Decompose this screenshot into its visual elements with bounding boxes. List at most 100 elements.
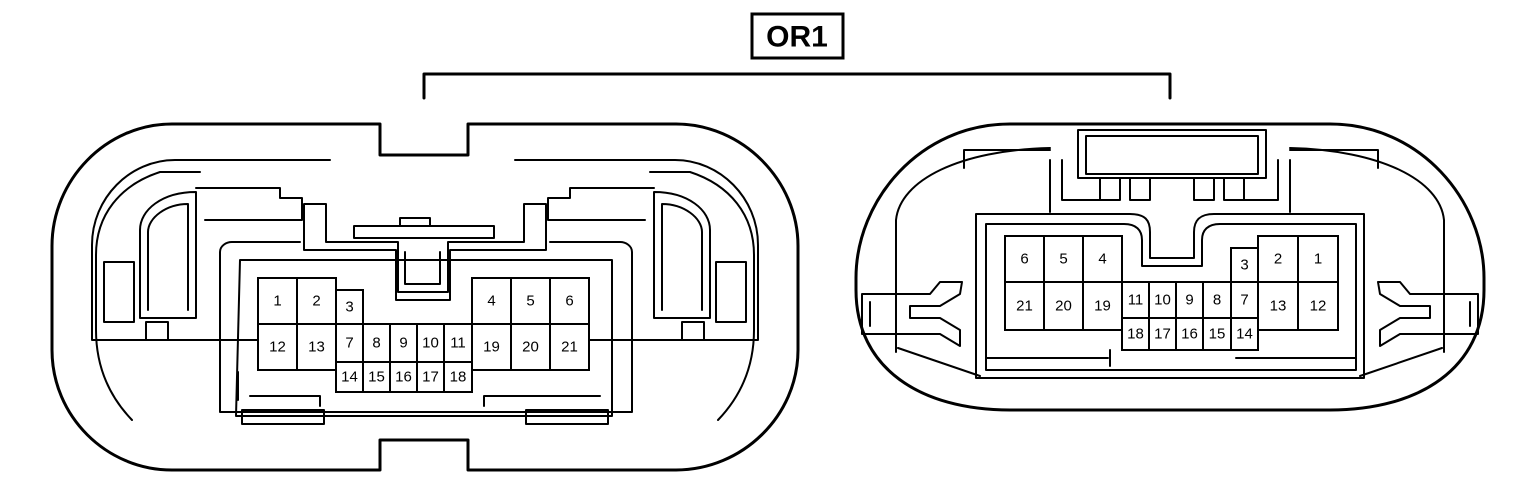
pin-number: 6 — [1020, 251, 1028, 268]
pin-cavity: 6 — [1004, 235, 1045, 283]
pin-number: 1 — [1314, 251, 1322, 268]
pin-cavity: 18 — [443, 361, 473, 393]
pin-number: 4 — [487, 293, 495, 310]
pin-cell — [549, 323, 590, 371]
pin-cavity: 11 — [443, 323, 473, 363]
connector-bracket — [422, 72, 1172, 100]
left-inner-guide-right — [514, 159, 759, 341]
right-side-latch-right — [1377, 281, 1479, 347]
pin-cavity: 10 — [1148, 281, 1177, 319]
pin-number: 11 — [450, 335, 466, 352]
pin-cavity: 13 — [1257, 281, 1299, 331]
pin-cell — [1004, 281, 1045, 331]
pin-cavity: 2 — [296, 277, 337, 325]
pin-cell — [1230, 317, 1259, 351]
pin-number: 3 — [1240, 257, 1248, 274]
pin-number: 10 — [1154, 292, 1171, 309]
left-inner-housing — [219, 241, 633, 413]
pin-cavity: 5 — [510, 277, 551, 325]
pin-number: 18 — [1127, 326, 1144, 343]
pin-cavity: 3 — [1230, 247, 1259, 283]
pin-cell — [510, 323, 551, 371]
pin-number: 7 — [345, 335, 353, 352]
pin-cell — [362, 361, 391, 393]
pin-cavity: 19 — [1082, 281, 1123, 331]
left-pin-cavity — [235, 259, 613, 417]
pin-cavity: 12 — [257, 323, 298, 371]
pin-cavity: 17 — [416, 361, 445, 393]
right-inner-housing — [975, 213, 1365, 379]
pin-cell — [1230, 247, 1259, 283]
pin-number: 13 — [1270, 298, 1287, 315]
pin-cell — [1121, 317, 1150, 351]
pin-number: 16 — [395, 369, 412, 386]
pin-cell — [1175, 281, 1204, 319]
pin-cell — [257, 323, 298, 371]
title-label: OR1 — [766, 21, 828, 54]
pin-number: 19 — [1094, 298, 1111, 315]
pin-number: 20 — [1055, 298, 1072, 315]
pin-cavity: 8 — [362, 323, 391, 363]
pin-cell — [1297, 235, 1339, 283]
pin-cavity: 21 — [1004, 281, 1045, 331]
pin-number: 10 — [422, 335, 439, 352]
left-latch-right — [653, 191, 711, 319]
pin-number: 2 — [1274, 251, 1282, 268]
left-center-lock — [303, 203, 547, 301]
pin-number: 1 — [273, 293, 281, 310]
pin-cell — [335, 289, 364, 325]
pin-cavity: 1 — [257, 277, 298, 325]
pin-cavity: 17 — [1148, 317, 1177, 351]
pin-number: 8 — [1213, 292, 1221, 309]
pin-number: 17 — [422, 369, 439, 386]
right-housing-outline — [854, 122, 1486, 412]
pin-cell — [1082, 281, 1123, 331]
pin-number: 7 — [1240, 292, 1248, 309]
connector-title: OR1 — [750, 12, 845, 60]
pin-cavity: 1 — [1297, 235, 1339, 283]
left-housing-outline — [50, 122, 800, 472]
pin-cell — [335, 323, 364, 363]
pin-number: 14 — [341, 369, 358, 386]
pin-number: 9 — [1185, 292, 1193, 309]
pin-cell — [1148, 317, 1177, 351]
pin-number: 13 — [308, 339, 325, 356]
pin-number: 3 — [345, 299, 353, 316]
pin-number: 20 — [522, 339, 539, 356]
pin-number: 11 — [1128, 292, 1144, 309]
pin-cavity: 7 — [1230, 281, 1259, 319]
pin-cell — [1230, 281, 1259, 319]
pin-cavity: 9 — [389, 323, 418, 363]
pin-number: 14 — [1236, 326, 1253, 343]
pin-cavity: 15 — [362, 361, 391, 393]
left-latch-left — [139, 191, 197, 319]
pin-cell — [1082, 235, 1123, 283]
pin-cavity: 14 — [335, 361, 364, 393]
pin-cavity: 11 — [1121, 281, 1150, 319]
pin-number: 5 — [526, 293, 534, 310]
pin-cavity: 21 — [549, 323, 590, 371]
pin-number: 4 — [1098, 251, 1106, 268]
pin-cavity: 4 — [471, 277, 512, 325]
pin-cavity: 9 — [1175, 281, 1204, 319]
pin-cavity: 18 — [1121, 317, 1150, 351]
pin-cell — [549, 277, 590, 325]
pin-cavity: 19 — [471, 323, 512, 371]
pin-number: 5 — [1059, 251, 1067, 268]
left-inner-guide-left — [91, 159, 331, 341]
pin-number: 16 — [1181, 326, 1198, 343]
pin-cavity: 7 — [335, 323, 364, 363]
left-guide-arc-left — [95, 171, 201, 421]
pin-number: 17 — [1154, 326, 1171, 343]
pin-cavity: 20 — [1043, 281, 1084, 331]
pin-cell — [1297, 281, 1339, 331]
pin-cavity: 15 — [1202, 317, 1232, 351]
pin-number: 2 — [312, 293, 320, 310]
pin-cavity: 16 — [389, 361, 418, 393]
pin-cavity: 10 — [416, 323, 445, 363]
right-top-lock — [1077, 129, 1267, 179]
pin-number: 15 — [368, 369, 385, 386]
